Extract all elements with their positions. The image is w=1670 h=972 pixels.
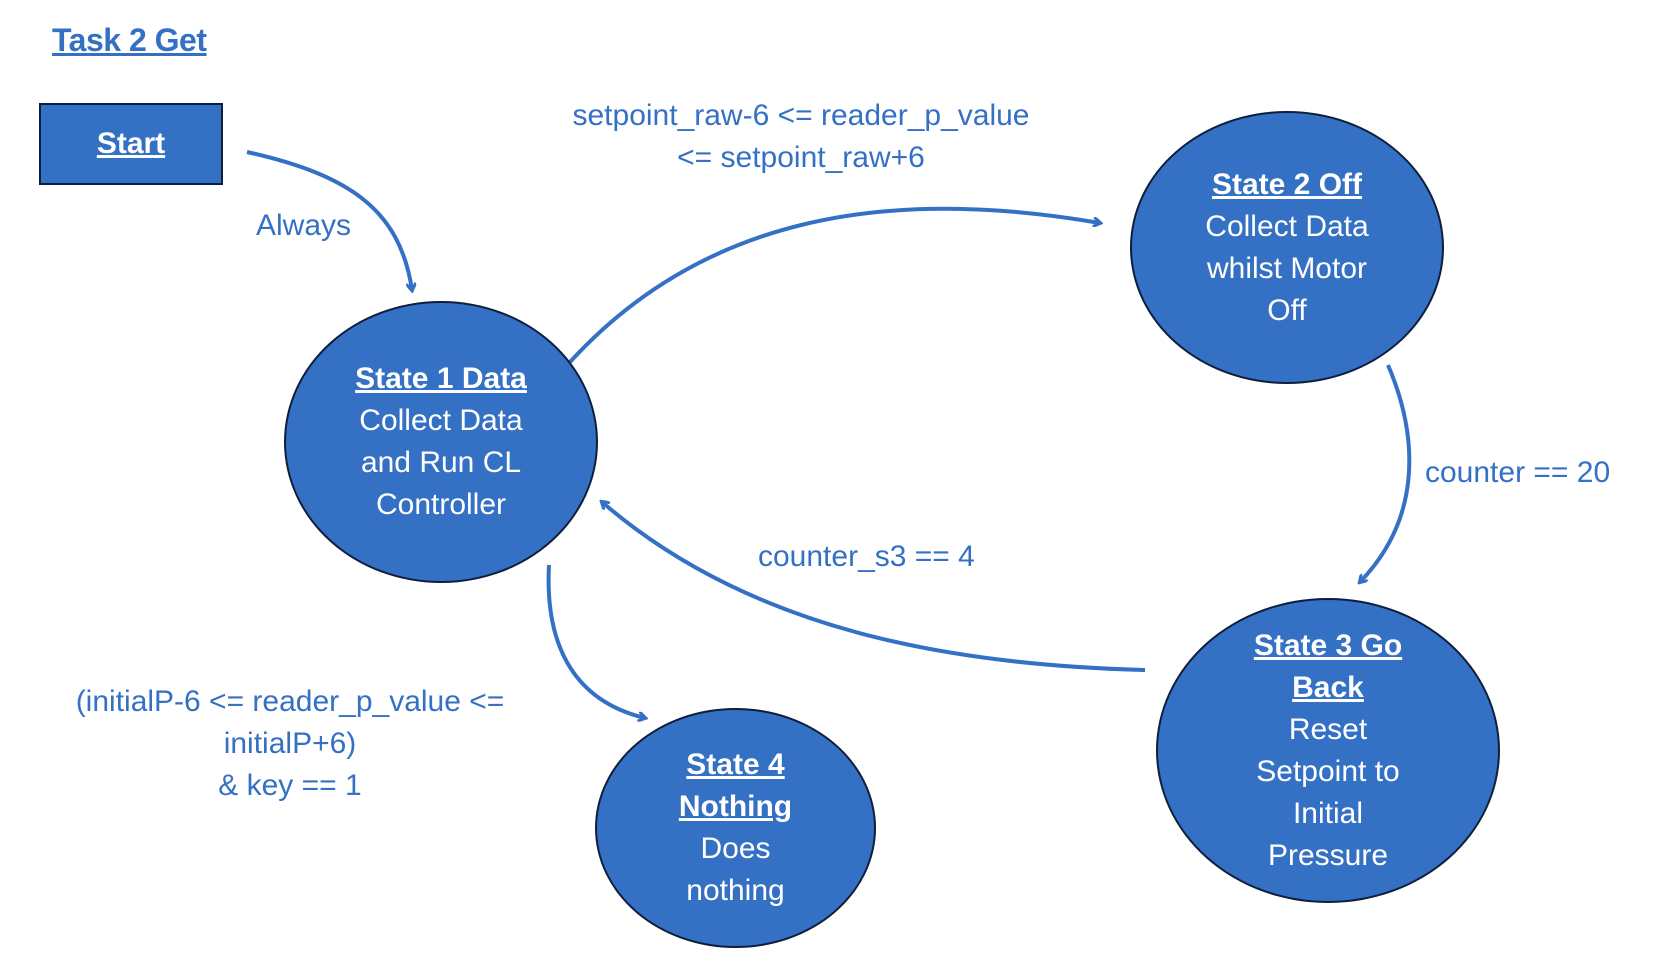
state-3-node[interactable]: State 3 Go Back Reset Setpoint to Initia… [1156, 598, 1500, 903]
state-1-node[interactable]: State 1 Data Collect Data and Run CL Con… [284, 301, 598, 583]
start-label: Start [96, 127, 166, 160]
transition-label-setpoint-range: setpoint_raw-6 <= reader_p_value <= setp… [572, 99, 1030, 174]
arrow-s1-to-s4 [546, 564, 645, 718]
state-1-heading: State 1 Data [355, 362, 527, 395]
state-3-heading: State 3 Go Back [1253, 628, 1403, 704]
state-2-heading: State 2 Off [1211, 167, 1363, 201]
state-2-description: Collect Data whilst Motor Off [1205, 209, 1369, 327]
transition-label-counter-20: counter == 20 [1425, 456, 1611, 489]
diagram-title: Task 2 Get [52, 22, 207, 58]
arrow-s1-to-s2 [568, 206, 1100, 364]
state-1-description: Collect Data and Run CL Controller [359, 404, 523, 521]
state-3-description: Reset Setpoint to Initial Pressure [1256, 712, 1400, 872]
transition-label-counter-s3-4: counter_s3 == 4 [758, 540, 975, 573]
state-4-heading: State 4 Nothing [678, 748, 793, 823]
arrow-s2-to-s3 [1360, 364, 1412, 582]
arrow-start-to-s1 [246, 150, 412, 290]
state-2-node[interactable]: State 2 Off Collect Data whilst Motor Of… [1130, 111, 1444, 384]
arrow-s3-to-s1 [602, 502, 1146, 672]
state-4-node[interactable]: State 4 Nothing Does nothing [595, 708, 876, 948]
state-4-description: Does nothing [686, 832, 785, 907]
transition-label-initialp-key: (initialP-6 <= reader_p_value <= initial… [75, 685, 505, 802]
start-node[interactable]: Start [39, 103, 223, 185]
transition-label-always: Always [256, 209, 352, 242]
